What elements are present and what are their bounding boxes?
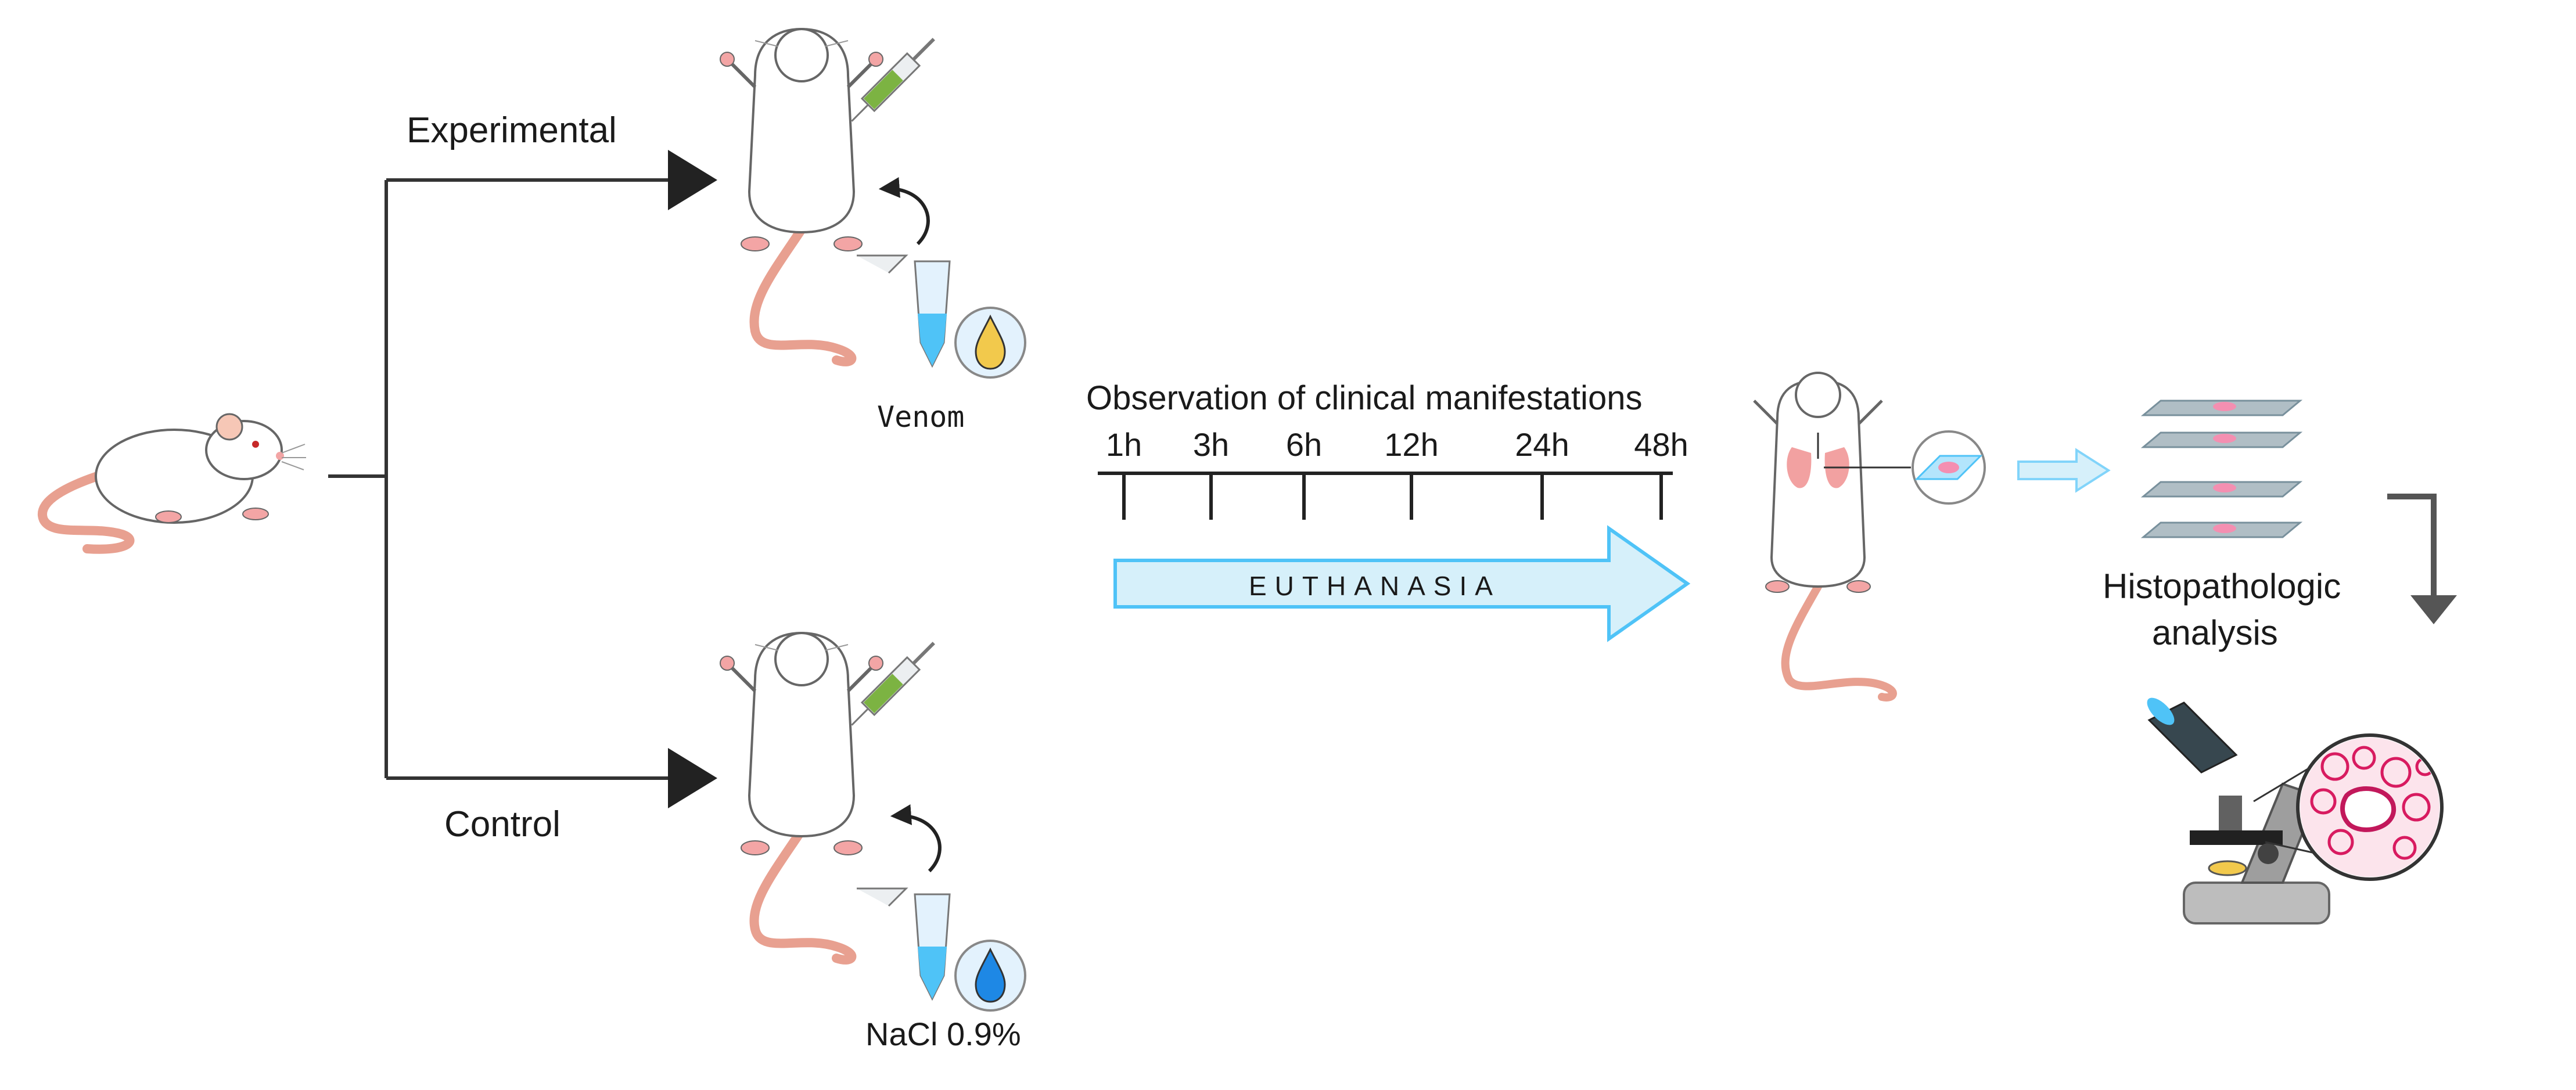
experimental-rat (720, 27, 883, 366)
tissue-sample (2300, 738, 2440, 877)
timeline-label: 3h (1193, 426, 1229, 463)
experimental-syringe (851, 38, 935, 122)
venom-drop-badge (954, 307, 1026, 379)
euthanized-rat (1753, 372, 1897, 702)
control-syringe (851, 642, 935, 726)
timeline-label: 6h (1286, 426, 1322, 463)
slide (2140, 521, 2303, 538)
tissue-lens (2253, 733, 2444, 881)
slide-zoom-badge (1912, 430, 1986, 505)
timeline-label: 48h (1634, 426, 1688, 463)
control-rat (720, 631, 883, 965)
histo-label-line1: Histopathologic (2103, 567, 2341, 606)
histo-label-line2: analysis (2152, 613, 2278, 652)
source-rat-tail (38, 466, 135, 554)
saline-drop-badge (954, 940, 1026, 1012)
timeline-label: 12h (1384, 426, 1438, 463)
slide (2140, 400, 2303, 416)
slide (2140, 481, 2303, 498)
euthanasia-arrow (1113, 525, 1691, 642)
experimental-rat-tail (749, 225, 857, 366)
venom-label: Venom (877, 400, 965, 434)
saline-label: NaCl 0.9% (865, 1016, 1021, 1052)
timeline-label: 24h (1515, 426, 1569, 463)
venom-tube (857, 254, 951, 368)
experimental-curved-arrow (878, 177, 930, 246)
small-flow-arrow (2017, 448, 2111, 493)
euthanasia-label: EUTHANASIA (1249, 571, 1501, 601)
saline-drop-icon (975, 947, 1006, 1003)
control-curved-arrow (890, 804, 942, 873)
branch-lines (328, 178, 674, 780)
elbow-arrow (2387, 494, 2437, 598)
control-label: Control (444, 804, 561, 844)
control-arrowhead (668, 748, 717, 808)
timeline-title: Observation of clinical manifestations (1086, 379, 1642, 417)
slide-stack (2140, 400, 2303, 538)
timeline-ticks: 1h 3h 6h 12h 24h 48h (1106, 426, 1688, 520)
timeline-label: 1h (1106, 426, 1142, 463)
experimental-label: Experimental (407, 110, 617, 150)
saline-tube (857, 887, 951, 1001)
slide (2140, 431, 2303, 448)
venom-drop-icon (975, 314, 1006, 370)
source-rat (38, 413, 306, 554)
lung-left (1787, 447, 1812, 488)
control-rat-tail (749, 826, 857, 965)
euthanized-rat-tail (1781, 582, 1897, 702)
experimental-arrowhead (668, 150, 717, 210)
